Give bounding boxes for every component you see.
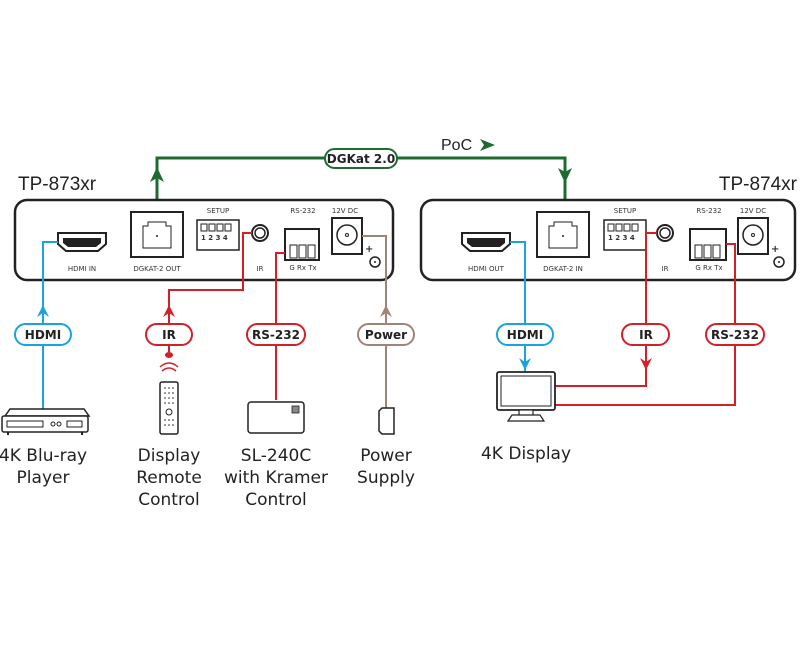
svg-text:1 2 3 4: 1 2 3 4 [201,234,228,242]
sl240c-controller-icon [247,401,305,434]
dgkat-label: DGKat 2.0 [327,152,395,166]
svg-text:4K Blu-ray: 4K Blu-ray [0,446,87,466]
power-port[interactable]: 12V DC + [737,207,785,268]
svg-text:HDMI OUT: HDMI OUT [468,265,505,273]
dgkat-pill [324,148,398,169]
svg-text:SL-240C: SL-240C [241,446,311,466]
poc-arrow-icon [480,139,495,151]
svg-text:Player: Player [17,468,70,488]
receiver-title: TP-874xr [719,174,798,195]
svg-text:Remote: Remote [136,468,202,488]
rs232-pill [246,323,306,346]
display-monitor-icon [496,371,556,422]
rs232-port[interactable]: RS-232 G Rx Tx [284,207,320,272]
svg-text:4K Display: 4K Display [481,444,571,464]
rs232-port[interactable]: RS-232 G Rx Tx [689,207,727,272]
svg-text:G Rx Tx: G Rx Tx [289,264,316,272]
svg-text:+: + [365,244,373,255]
dgkat-link: DGKat 2.0 PoC [150,137,572,200]
svg-text:Control: Control [138,490,199,510]
svg-text:RS-232: RS-232 [290,207,315,215]
ir-pill [621,323,670,346]
svg-text:Power: Power [360,446,411,466]
svg-text:Control: Control [245,490,306,510]
svg-text:G Rx Tx: G Rx Tx [695,264,722,272]
svg-text:RS-232: RS-232 [711,328,759,342]
hdmi-in-port[interactable]: HDMI IN [57,232,107,273]
svg-text:1 2 3 4: 1 2 3 4 [608,234,635,242]
hdmi-pill [496,323,554,346]
svg-text:12V DC: 12V DC [740,207,766,215]
svg-text:HDMI: HDMI [25,328,61,342]
svg-text:IR: IR [639,328,653,342]
svg-text:IR: IR [662,265,669,273]
poc-label: PoC [441,137,472,154]
svg-text:IR: IR [257,265,264,273]
rs232-pill [705,323,765,346]
power-pill [357,323,415,346]
ir-port[interactable]: IR [656,224,674,273]
arrow-down-icon [558,168,572,183]
svg-text:IR: IR [162,328,176,342]
svg-text:RS-232: RS-232 [252,328,300,342]
svg-text:+: + [771,244,779,255]
kramer-logo-icon [291,405,300,414]
arrow-up-icon [150,167,164,182]
svg-text:SETUP: SETUP [207,207,230,215]
transmitter-title: TP-873xr [18,174,97,195]
svg-text:Supply: Supply [357,468,415,488]
svg-text:with Kramer: with Kramer [224,468,328,488]
hdmi-pill [14,323,72,346]
transmitter: TP-873xr HDMI IN DGKAT-2 OUT SETUP 1 2 3… [0,174,415,510]
dgkat-in-port[interactable]: DGKAT-2 IN [536,211,590,273]
svg-text:DGKAT-2 IN: DGKAT-2 IN [543,265,583,273]
svg-text:Power: Power [365,328,407,342]
bluray-player-icon [1,408,91,435]
setup-dip-switch[interactable]: SETUP 1 2 3 4 [196,207,240,251]
svg-text:12V DC: 12V DC [332,207,358,215]
svg-text:Display: Display [138,446,201,466]
svg-text:DGKAT-2 OUT: DGKAT-2 OUT [133,265,181,273]
svg-text:SETUP: SETUP [614,207,637,215]
svg-text:HDMI: HDMI [507,328,543,342]
dgkat-out-port[interactable]: DGKAT-2 OUT [130,211,184,273]
hdmi-out-port[interactable]: HDMI OUT [461,232,511,273]
svg-text:HDMI IN: HDMI IN [68,265,96,273]
remote-control-icon [159,362,179,435]
svg-text:RS-232: RS-232 [696,207,721,215]
power-supply-icon [378,407,395,435]
receiver: TP-874xr HDMI OUT DGKAT-2 IN SETUP 1 2 3… [419,174,798,464]
